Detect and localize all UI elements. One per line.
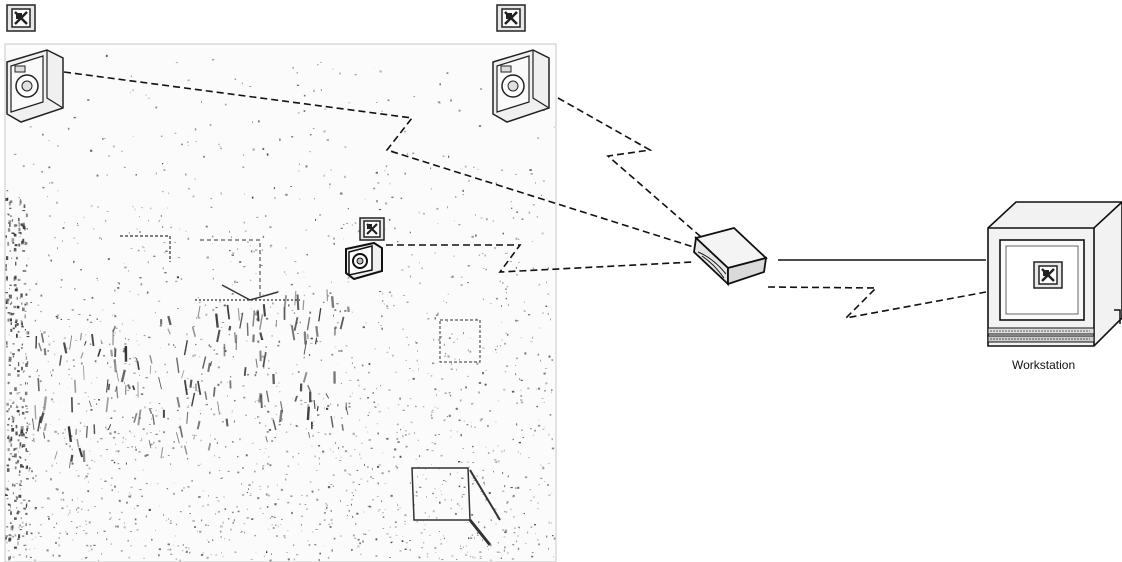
router-icon[interactable] xyxy=(694,228,766,284)
field-photo xyxy=(5,44,556,562)
camera-icon xyxy=(493,50,549,122)
camera-top-left[interactable] xyxy=(7,5,63,122)
wireless-link-router-workstation xyxy=(768,287,986,318)
network-badge-icon xyxy=(497,5,525,31)
network-badge-icon xyxy=(360,218,384,240)
camera-top-right[interactable] xyxy=(493,5,549,122)
workstation-icon xyxy=(988,202,1122,346)
wireless-link-cam2 xyxy=(558,98,708,243)
workstation-label: Workstation xyxy=(1012,358,1075,372)
network-badge-icon xyxy=(7,5,35,31)
camera-icon xyxy=(7,50,63,122)
workstation[interactable] xyxy=(988,202,1122,346)
